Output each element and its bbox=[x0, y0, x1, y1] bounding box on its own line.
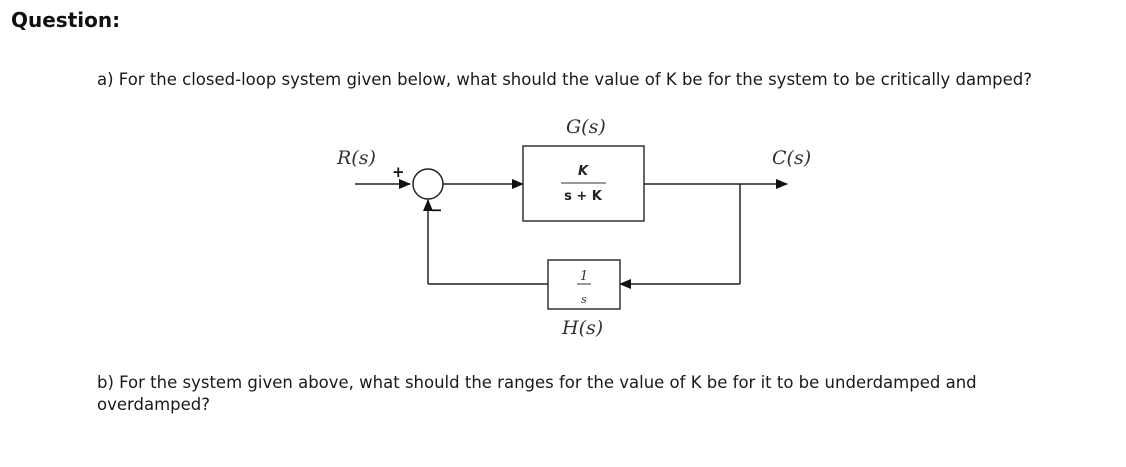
summing-junction bbox=[412, 168, 444, 200]
feedback-numerator: 1 bbox=[580, 269, 588, 284]
output-label: C(s) bbox=[772, 147, 811, 169]
question-heading: Question: bbox=[11, 8, 121, 32]
forward-block-label: G(s) bbox=[566, 116, 606, 138]
feedback-denominator: s bbox=[581, 293, 587, 306]
input-label: R(s) bbox=[336, 147, 376, 169]
feedback-block-label: H(s) bbox=[561, 317, 603, 339]
forward-numerator: K bbox=[578, 164, 589, 179]
forward-denominator: s + K bbox=[564, 189, 603, 204]
question-a-text: a) For the closed-loop system given belo… bbox=[97, 70, 1033, 89]
plus-sign: + bbox=[392, 163, 405, 181]
question-b-text: b) For the system given above, what shou… bbox=[97, 373, 977, 414]
minus-sign: − bbox=[430, 201, 443, 219]
